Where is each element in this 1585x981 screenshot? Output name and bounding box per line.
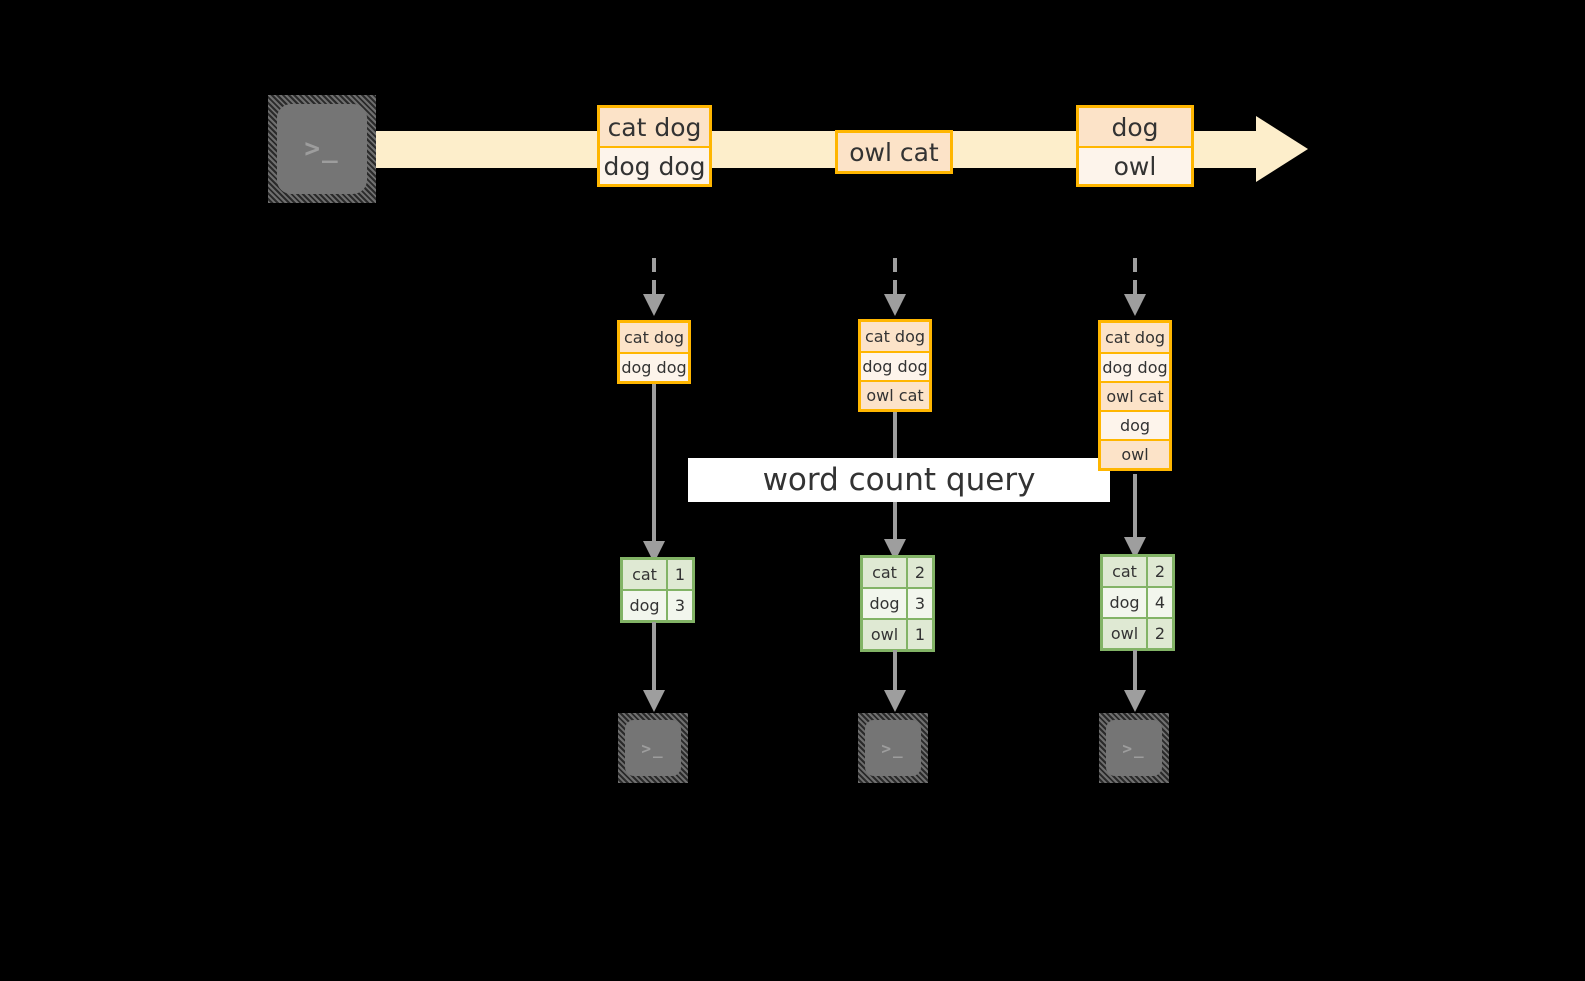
snapshot-to-result-line-3 [1133,474,1137,543]
result-count: 1 [666,560,692,589]
snapshot-table-1: cat dog dog dog [617,320,691,384]
stream-batch-1: cat dog dog dog [597,105,712,187]
result-word: dog [863,589,906,618]
terminal-prompt-glyph: >_ [881,738,905,758]
sink-terminal-icon-3: >_ [1099,713,1169,783]
terminal-screen [277,104,367,194]
stream-to-snapshot-line-3 [1133,258,1137,296]
result-count: 2 [1146,619,1172,648]
stream-band-arrowhead [1256,116,1308,182]
snapshot-line: dog dog [1101,352,1169,381]
table-row: cat 2 [863,558,932,587]
terminal-prompt-glyph: >_ [304,134,340,164]
record-line: dog dog [600,146,709,184]
result-word: cat [623,560,666,589]
snapshot-table-3: cat dog dog dog owl cat dog owl [1098,320,1172,471]
snapshot-line: cat dog [861,322,929,351]
table-row: owl 2 [1103,617,1172,648]
stream-batch-3: dog owl [1076,105,1194,187]
table-row: dog 3 [623,589,692,620]
result-count: 2 [1146,557,1172,586]
result-to-sink-line-1 [652,622,656,692]
terminal-prompt-glyph: >_ [1122,738,1146,758]
snapshot-table-2: cat dog dog dog owl cat [858,319,932,412]
record-line: owl [1079,146,1191,184]
result-to-sink-line-3 [1133,650,1137,692]
sink-terminal-icon-2: >_ [858,713,928,783]
snapshot-line: dog [1101,410,1169,439]
result-count: 2 [906,558,932,587]
query-label: word count query [688,458,1110,502]
snapshot-line: cat dog [620,323,688,352]
result-table-1: cat 1 dog 3 [620,557,695,623]
snapshot-line: owl cat [1101,381,1169,410]
result-to-sink-arrowhead-1 [643,690,665,712]
result-to-sink-line-2 [893,650,897,692]
snapshot-line: cat dog [1101,323,1169,352]
snapshot-to-result-arrowhead-3 [1124,537,1146,559]
table-row: dog 4 [1103,586,1172,617]
terminal-screen [1106,720,1162,776]
table-row: cat 2 [1103,557,1172,586]
snapshot-line: dog dog [861,351,929,380]
table-row: dog 3 [863,587,932,618]
snapshot-to-result-line-1 [652,383,656,543]
result-to-sink-arrowhead-3 [1124,690,1146,712]
table-row: owl 1 [863,618,932,649]
result-count: 3 [906,589,932,618]
stream-to-snapshot-arrowhead-1 [643,294,665,316]
result-table-2: cat 2 dog 3 owl 1 [860,555,935,652]
snapshot-line: owl [1101,439,1169,468]
result-to-sink-arrowhead-2 [884,690,906,712]
result-count: 1 [906,620,932,649]
terminal-screen [625,720,681,776]
stream-to-snapshot-arrowhead-3 [1124,294,1146,316]
result-count: 3 [666,591,692,620]
stream-to-snapshot-line-2 [893,258,897,296]
snapshot-line: owl cat [861,380,929,409]
result-word: dog [1103,588,1146,617]
result-word: cat [1103,557,1146,586]
source-terminal-icon: >_ [268,95,376,203]
table-row: cat 1 [623,560,692,589]
record-line: owl cat [838,133,950,171]
stream-to-snapshot-arrowhead-2 [884,294,906,316]
sink-terminal-icon-1: >_ [618,713,688,783]
record-line: cat dog [600,108,709,146]
stream-batch-2: owl cat [835,130,953,174]
stream-to-snapshot-line-1 [652,258,656,296]
snapshot-line: dog dog [620,352,688,381]
result-count: 4 [1146,588,1172,617]
terminal-prompt-glyph: >_ [641,738,665,758]
terminal-screen [865,720,921,776]
record-line: dog [1079,108,1191,146]
result-word: cat [863,558,906,587]
result-word: owl [863,620,906,649]
result-table-3: cat 2 dog 4 owl 2 [1100,554,1175,651]
result-word: owl [1103,619,1146,648]
result-word: dog [623,591,666,620]
